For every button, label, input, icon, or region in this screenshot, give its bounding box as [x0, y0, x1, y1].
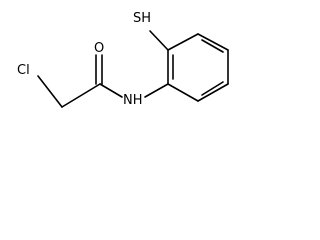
- ring-bond-6: [167, 83, 199, 102]
- ring-bond-3: [197, 33, 229, 51]
- bond-ring-thiol: [149, 30, 169, 51]
- amide-nitrogen-label: NH: [123, 93, 143, 108]
- ring-inner-bond-c: [201, 81, 224, 96]
- bond-cl-ch2: [37, 75, 63, 108]
- oxygen-label: O: [94, 41, 104, 56]
- bond-ch2-carbonyl: [61, 83, 101, 108]
- chlorine-label: Cl: [17, 63, 30, 78]
- ring-bond-2: [167, 33, 199, 51]
- bond-nitrogen-ring: [144, 83, 169, 98]
- ring-bond-5: [197, 83, 229, 102]
- chemical-structure-diagram: Cl O NH SH: [17, 11, 229, 108]
- bond-carbonyl-nitrogen: [99, 83, 123, 98]
- ring-inner-bond-b: [201, 39, 224, 53]
- thiol-label: SH: [133, 11, 151, 26]
